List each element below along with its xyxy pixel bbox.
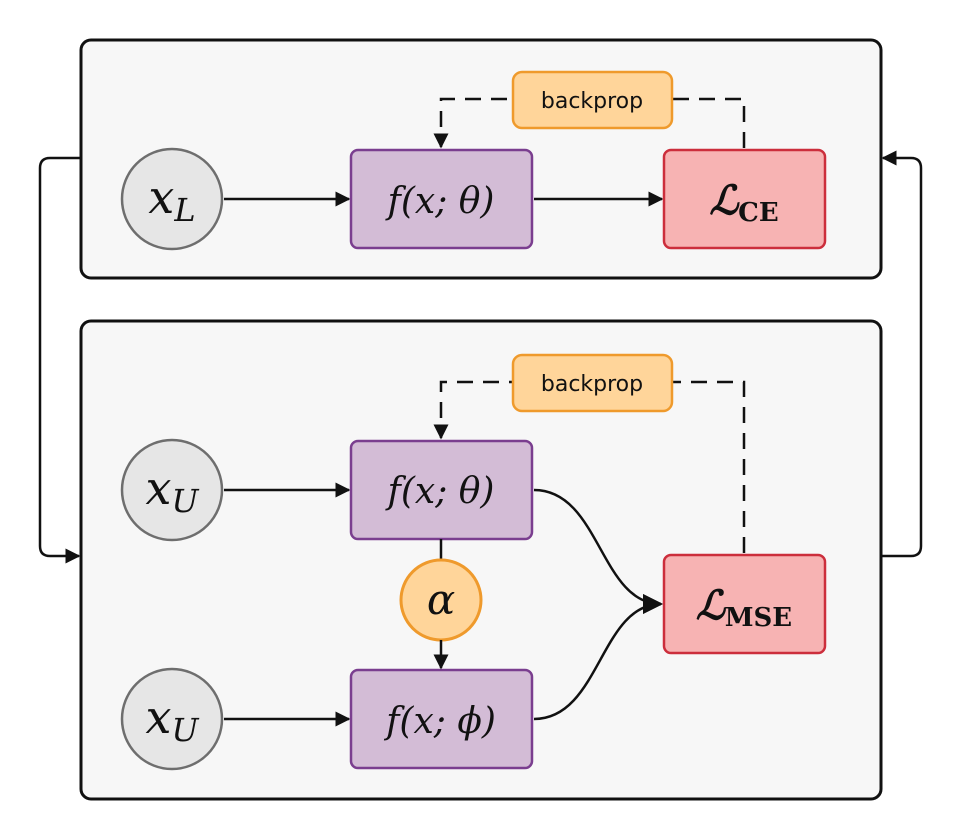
svg-text:α: α bbox=[427, 575, 455, 624]
svg-text:f(x; θ): f(x; θ) bbox=[385, 181, 495, 222]
svg-text:ℒCE: ℒCE bbox=[709, 177, 778, 228]
svg-text:ℒMSE: ℒMSE bbox=[696, 582, 792, 633]
top-backprop-path bbox=[433, 97, 746, 149]
svg-text:backprop: backprop bbox=[541, 89, 643, 114]
svg-text:f(x; ϕ): f(x; ϕ) bbox=[383, 701, 496, 742]
loop-top-to-bottom bbox=[38, 156, 81, 564]
edge-phi-mse bbox=[533, 594, 663, 721]
bottom-model-phi-node: f(x; ϕ) bbox=[349, 668, 534, 770]
bottom-loss-node: ℒMSE bbox=[662, 553, 827, 655]
bottom-input-node-2: xU bbox=[120, 667, 224, 771]
alpha-node: α bbox=[399, 558, 483, 642]
top-backprop-label: backprop bbox=[511, 70, 674, 130]
svg-text:xU: xU bbox=[146, 690, 200, 749]
bottom-input-node-1: xU bbox=[120, 438, 224, 542]
top-model-node: f(x; θ) bbox=[349, 148, 534, 250]
svg-text:xU: xU bbox=[146, 461, 200, 520]
bottom-backprop-label: backprop bbox=[511, 353, 674, 413]
top-loss-node: ℒCE bbox=[662, 148, 827, 250]
svg-text:xL: xL bbox=[148, 170, 195, 229]
unsupervised-panel bbox=[79, 319, 883, 801]
bottom-model-theta-node: f(x; θ) bbox=[349, 439, 534, 541]
loop-bottom-to-top bbox=[881, 150, 923, 558]
svg-text:backprop: backprop bbox=[541, 372, 643, 397]
top-input-node: xL bbox=[120, 147, 224, 251]
svg-text:f(x; θ): f(x; θ) bbox=[385, 471, 495, 512]
edge-theta-mse bbox=[533, 488, 663, 614]
